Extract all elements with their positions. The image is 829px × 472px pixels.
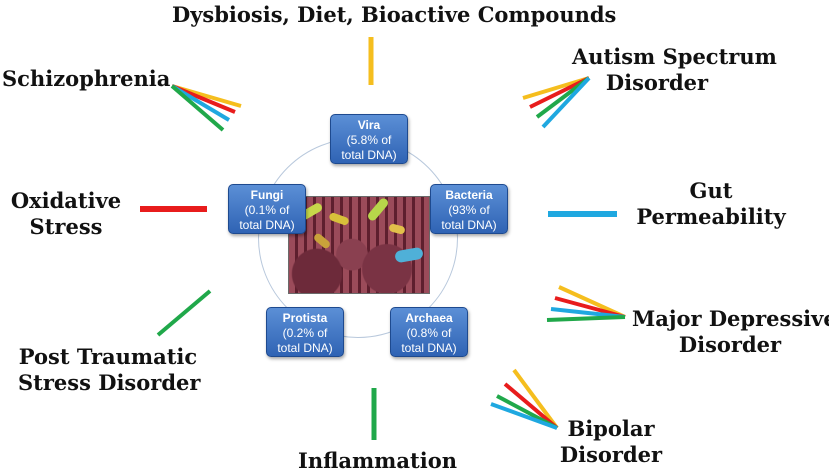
protista-title: Protista xyxy=(282,311,328,325)
vira-share-unit: total DNA) xyxy=(341,148,397,162)
archaea-share: (0.8% of xyxy=(406,326,452,340)
label-bipolar-line1: Bipolar xyxy=(567,416,655,441)
protista-share: (0.2% of xyxy=(282,326,328,340)
bacterium-shape xyxy=(366,196,390,223)
label-dysbiosis-text: Dysbiosis, Diet, Bioactive Compounds xyxy=(172,2,617,27)
bacteria-share-unit: total DNA) xyxy=(441,218,497,232)
label-autism-line1: Autism Spectrum xyxy=(572,44,777,69)
archaea-title: Archaea xyxy=(405,311,453,325)
vira-share: (5.8% of xyxy=(346,133,392,147)
label-oxidative-line1: Oxidative xyxy=(10,188,122,213)
connector-autism-red xyxy=(529,76,590,109)
label-inflammation: Inflammation xyxy=(298,448,457,472)
fungi-box: Fungi (0.1% of total DNA) xyxy=(228,184,306,234)
label-ptsd-line1: Post Traumatic xyxy=(18,344,198,369)
label-bipolar: Bipolar Disorder xyxy=(556,416,666,468)
bacteria-share: (93% of xyxy=(448,203,490,217)
label-dysbiosis: Dysbiosis, Diet, Bioactive Compounds xyxy=(172,2,616,28)
label-gut-line1: Gut xyxy=(689,178,733,203)
microbiome-image xyxy=(288,196,430,294)
connector-bipolar-red xyxy=(503,382,559,430)
label-gut-permeability: Gut Permeability xyxy=(636,178,786,230)
bacterium-shape xyxy=(312,232,332,250)
label-ptsd: Post Traumatic Stress Disorder xyxy=(18,344,201,396)
connector-schizo-green xyxy=(170,84,225,132)
label-schizophrenia: Schizophrenia xyxy=(2,66,170,92)
bacterium-shape xyxy=(328,211,350,227)
label-major-depressive: Major Depressive Disorder xyxy=(632,306,829,358)
fungi-share-unit: total DNA) xyxy=(239,218,295,232)
label-oxidative-stress: Oxidative Stress xyxy=(10,188,122,240)
bacterium-shape xyxy=(388,223,406,235)
bacterium-shape xyxy=(394,246,424,264)
label-ptsd-line2: Stress Disorder xyxy=(18,370,201,395)
label-oxidative-line2: Stress xyxy=(29,214,103,239)
label-gut-line2: Permeability xyxy=(636,204,786,229)
fungi-share: (0.1% of xyxy=(244,203,290,217)
connector-ptsd-green xyxy=(156,289,212,337)
bacteria-title: Bacteria xyxy=(445,188,493,202)
label-bipolar-line2: Disorder xyxy=(559,442,663,467)
vira-box: Vira (5.8% of total DNA) xyxy=(330,114,408,164)
label-autism-line2: Disorder xyxy=(605,70,709,95)
fungi-title: Fungi xyxy=(250,188,284,202)
vira-title: Vira xyxy=(357,118,381,132)
connector-bipolar-yellow xyxy=(512,368,559,430)
label-schizophrenia-text: Schizophrenia xyxy=(2,66,171,91)
protista-box: Protista (0.2% of total DNA) xyxy=(266,307,344,357)
bacteria-box: Bacteria (93% of total DNA) xyxy=(430,184,508,234)
label-mdd-line1: Major Depressive xyxy=(632,306,829,331)
connector-mdd-green xyxy=(546,315,626,322)
connector-autism-blue xyxy=(541,76,591,129)
archaea-box: Archaea (0.8% of total DNA) xyxy=(390,307,468,357)
label-inflammation-text: Inflammation xyxy=(298,448,457,472)
archaea-share-unit: total DNA) xyxy=(401,341,457,355)
protista-share-unit: total DNA) xyxy=(277,341,333,355)
label-mdd-line2: Disorder xyxy=(678,332,782,357)
label-autism: Autism Spectrum Disorder xyxy=(572,44,777,96)
connector-bipolar-blue xyxy=(490,402,558,430)
